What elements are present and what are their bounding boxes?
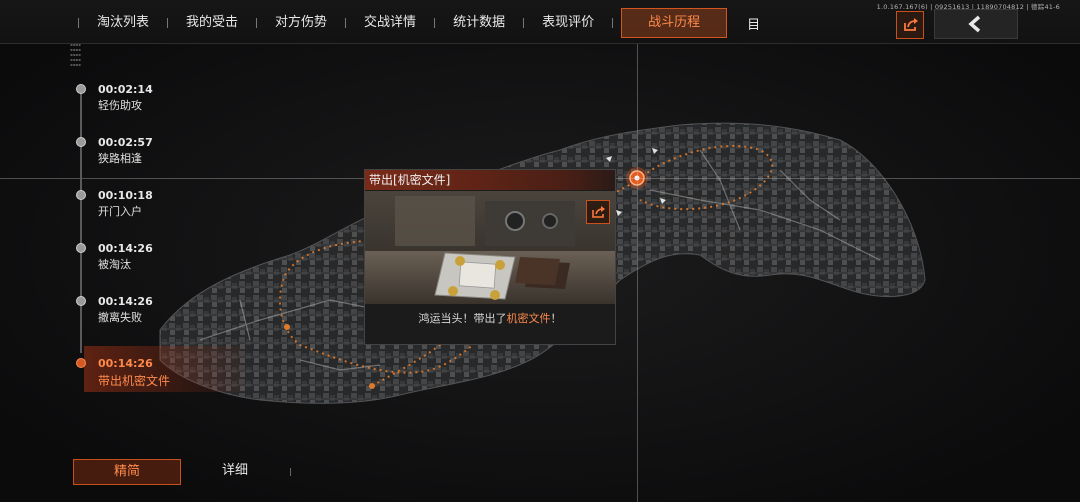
crosshair-vertical bbox=[637, 0, 638, 502]
tab-separator bbox=[434, 18, 436, 28]
tab-damage-received[interactable]: 我的受击 bbox=[186, 15, 239, 30]
popup-text-prefix: 鸿运当头！带出了 bbox=[418, 312, 507, 325]
popup-text-item: 机密文件 bbox=[506, 312, 551, 325]
top-nav: 淘汰列表 我的受击 对方伤势 交战详情 统计数据 表现评价 战斗历程 目 1.0… bbox=[0, 0, 1080, 44]
timeline-line bbox=[80, 88, 82, 353]
tab-separator bbox=[256, 18, 258, 28]
back-chevron-icon bbox=[968, 15, 981, 33]
event-label: 撤离失败 bbox=[98, 311, 142, 324]
route-marker-icon bbox=[626, 167, 648, 189]
timeline-event-active[interactable]: 00:14:26 带出机密文件 bbox=[76, 346, 244, 392]
view-mode-toggle: 精简 详细 bbox=[0, 455, 1080, 495]
tab-separator bbox=[612, 18, 614, 28]
event-time: 00:02:14 bbox=[98, 83, 153, 96]
popup-header: 带出[机密文件] bbox=[365, 170, 615, 190]
event-time: 00:10:18 bbox=[98, 189, 153, 202]
timeline-scroll-hint: ▪▪▪▪▪▪▪▪▪▪▪▪▪▪▪▪▪▪▪▪ bbox=[70, 42, 81, 67]
event-popup: 带出[机密文件] bbox=[364, 169, 616, 345]
tab-combat-details[interactable]: 交战详情 bbox=[364, 15, 417, 30]
timeline-dot bbox=[76, 243, 86, 253]
event-time: 00:14:26 bbox=[98, 357, 153, 370]
tab-bar: 淘汰列表 我的受击 对方伤势 交战详情 统计数据 表现评价 战斗历程 目 bbox=[70, 8, 761, 38]
tab-statistics[interactable]: 统计数据 bbox=[453, 15, 506, 30]
timeline-dot bbox=[76, 84, 86, 94]
tab-separator bbox=[78, 18, 79, 28]
tab-opponent-injury[interactable]: 对方伤势 bbox=[275, 15, 328, 30]
event-label: 轻伤助攻 bbox=[98, 99, 142, 112]
timeline-dot bbox=[76, 190, 86, 200]
timeline-event[interactable]: 00:02:14 轻伤助攻 bbox=[70, 70, 250, 112]
route-waypoint-dot bbox=[284, 324, 290, 330]
timeline-event[interactable]: 00:02:57 狭路相逢 bbox=[70, 123, 250, 165]
event-label: 带出机密文件 bbox=[98, 374, 171, 388]
timeline-event[interactable]: 00:10:18 开门入户 bbox=[70, 176, 250, 218]
event-time: 00:14:26 bbox=[98, 242, 153, 255]
event-label: 被淘汰 bbox=[98, 258, 131, 271]
nav-divider bbox=[0, 43, 1080, 44]
popup-title: 带出[机密文件] bbox=[369, 173, 451, 187]
share-button[interactable] bbox=[896, 11, 924, 39]
tab-separator bbox=[523, 18, 525, 28]
mode-detail-button[interactable]: 详细 bbox=[221, 463, 248, 478]
popup-share-button[interactable] bbox=[586, 200, 610, 224]
tab-separator bbox=[167, 18, 169, 28]
timeline-event[interactable]: 00:14:26 被淘汰 bbox=[70, 229, 250, 271]
timeline-event[interactable]: 00:14:26 撤离失败 bbox=[70, 282, 250, 324]
timeline-dot bbox=[76, 137, 86, 147]
event-time: 00:02:57 bbox=[98, 136, 153, 149]
tab-overflow[interactable]: 目 bbox=[747, 17, 761, 33]
timeline-dot bbox=[76, 358, 86, 368]
tab-performance[interactable]: 表现评价 bbox=[542, 15, 595, 30]
mode-simple-button[interactable]: 精简 bbox=[73, 459, 181, 485]
tab-separator bbox=[345, 18, 347, 28]
popup-item-image bbox=[365, 191, 615, 304]
tab-battle-history[interactable]: 战斗历程 bbox=[621, 8, 728, 38]
event-timeline: ▪▪▪▪▪▪▪▪▪▪▪▪▪▪▪▪▪▪▪▪ 00:02:14 轻伤助攻 00:02… bbox=[70, 42, 270, 410]
event-label: 狭路相逢 bbox=[98, 152, 142, 165]
toggle-separator bbox=[290, 468, 291, 476]
share-icon bbox=[904, 18, 918, 31]
tab-elimination-list[interactable]: 淘汰列表 bbox=[97, 15, 150, 30]
back-button[interactable] bbox=[934, 9, 1018, 39]
event-label: 开门入户 bbox=[98, 205, 142, 218]
route-start-dot bbox=[369, 383, 375, 389]
popup-description: 鸿运当头！带出了机密文件！ bbox=[365, 310, 615, 326]
timeline-dot bbox=[76, 296, 86, 306]
event-time: 00:14:26 bbox=[98, 295, 153, 308]
popup-text-suffix: ！ bbox=[550, 312, 562, 325]
share-icon bbox=[592, 206, 605, 218]
version-info: 1.0.167.167(6) | 09251613 | 11890704812 … bbox=[876, 3, 1060, 11]
